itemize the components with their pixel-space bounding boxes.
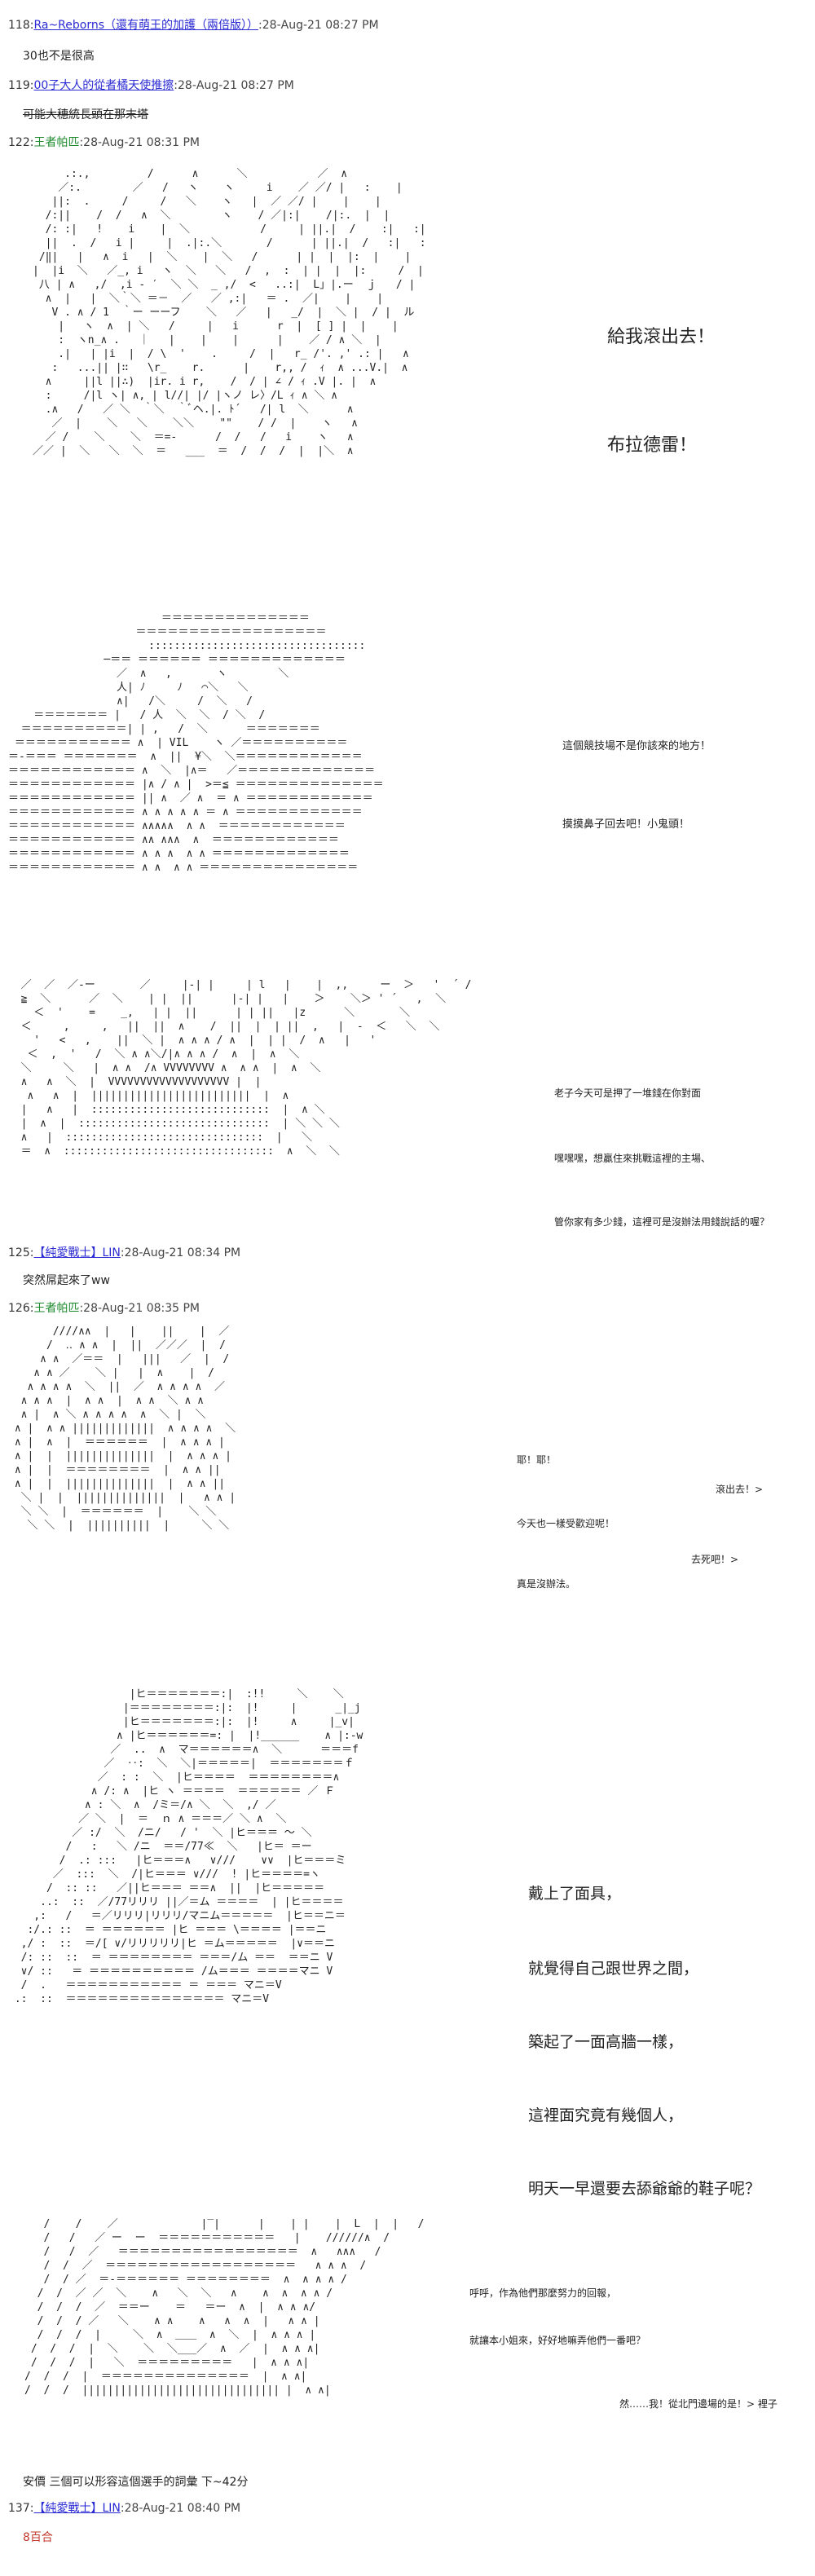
dialogue-line: 呼呼，作為他們那麼努力的回報， <box>469 2287 617 2299</box>
post-date: :28-Aug-21 08:34 PM <box>120 1246 241 1259</box>
poster-name: 王者帕匹 <box>33 136 80 149</box>
dialogue-line: 築起了一面高牆一樣， <box>528 2033 684 2051</box>
dialogue-line: 嘿嘿嘿，想贏住來挑戰這裡的主場、 <box>554 1153 711 1164</box>
post-date: :28-Aug-21 08:27 PM <box>174 79 294 92</box>
post-date: :28-Aug-21 08:40 PM <box>120 2502 241 2515</box>
dialogue-line: 老子今天可是押了一堆錢在你對面 <box>554 1087 702 1099</box>
post-body-118: 30也不是很高 <box>23 50 95 63</box>
ascii-art-panel-4: ////∧∧ | | || | ／ / ‥ ∧ ∧ | || ／／／ | / ∧… <box>14 1325 236 1532</box>
post-header-125: 125:【純愛戰士】LIN:28-Aug-21 08:34 PM <box>8 1244 240 1260</box>
post-number: 122: <box>8 136 34 149</box>
dialogue-line: 給我滾出去！ <box>607 327 716 347</box>
dialogue-line: 滾出去！> <box>716 1484 764 1495</box>
poster-name-link[interactable]: 【純愛戰士】LIN <box>33 2502 121 2515</box>
vote-caption: 安價 三個可以形容這個選手的詞彙 下~42分 <box>23 2476 249 2489</box>
dialogue-line: 摸摸鼻子回去吧！小鬼頭！ <box>562 818 690 831</box>
post-date: :28-Aug-21 08:35 PM <box>79 1302 200 1315</box>
poster-name: 王者帕匹 <box>33 1302 80 1315</box>
dialogue-line: 然……我！從北門邊場的是！> 裡子 <box>619 2398 778 2410</box>
ascii-art-panel-3: ／ ／ ／‐ー ／ |-| | | l | | ,, ー ＞ ' ´ / ≧ ＼… <box>20 979 472 1158</box>
dialogue-line: 就覺得自己跟世界之間， <box>528 1960 699 1978</box>
post-number: 119: <box>8 79 34 92</box>
post-header-126: 126:王者帕匹:28-Aug-21 08:35 PM <box>8 1299 200 1316</box>
dialogue-line: 真是沒辦法。 <box>517 1578 576 1590</box>
post-body-137: 8百合 <box>23 2531 53 2544</box>
dialogue-line: 去死吧！> <box>691 1554 739 1565</box>
post-number: 126: <box>8 1302 34 1315</box>
dialogue-line: 這裡面究竟有幾個人， <box>528 2106 684 2124</box>
ascii-art-panel-6: / / ／ |‾| | | | | L | | / / / ／ ー ー ＝＝＝＝… <box>24 2218 425 2397</box>
dialogue-line: 就讓本小姐來，好好地嘛弄他們一番吧？ <box>469 2335 646 2346</box>
dialogue-line: 明天一早還要去舔爺爺的鞋子呢？ <box>528 2180 761 2198</box>
post-date: :28-Aug-21 08:31 PM <box>79 136 200 149</box>
post-header-118: 118:Ra~Reborns（還有萌王的加護（兩倍版））:28-Aug-21 0… <box>8 16 379 33</box>
ascii-art-panel-1: .:., / ∧ ＼ ／ ∧ ／:. ／ / ヽ ヽ i ／ ／/ | : | … <box>33 168 426 457</box>
dialogue-line: 布拉德雷！ <box>607 435 698 456</box>
post-body-125: 突然屌起來了ww <box>23 1274 110 1287</box>
ascii-art-panel-5: |ヒ＝＝＝＝＝＝＝:| :!! ＼ ＼ |＝＝＝＝＝＝＝＝:|: |! | _|… <box>14 1688 363 2005</box>
post-number: 125: <box>8 1246 34 1259</box>
post-number: 118: <box>8 19 34 32</box>
dialogue-line: 今天也一樣受歡迎呢！ <box>517 1518 615 1529</box>
post-number: 137: <box>8 2502 34 2515</box>
post-header-137: 137:【純愛戰士】LIN:28-Aug-21 08:40 PM <box>8 2499 240 2516</box>
poster-name-link[interactable]: Ra~Reborns（還有萌王的加護（兩倍版）） <box>33 19 259 32</box>
dialogue-line: 耶！耶！ <box>517 1454 557 1466</box>
poster-name-link[interactable]: 【純愛戰士】LIN <box>33 1246 121 1259</box>
dialogue-line: 管你家有多少錢，這裡可是沒辦法用錢說話的喔？ <box>554 1216 770 1228</box>
dialogue-line: 這個競技場不是你該來的地方！ <box>562 740 711 752</box>
post-header-119: 119:00子大人的從者橘天使推擦:28-Aug-21 08:27 PM <box>8 77 294 93</box>
post-body-119: 可能大穗統長頭在那末塔 <box>23 108 148 121</box>
post-date: :28-Aug-21 08:27 PM <box>258 19 379 32</box>
dialogue-line: 戴上了面具， <box>528 1885 622 1903</box>
poster-name-link[interactable]: 00子大人的從者橘天使推擦 <box>33 79 174 92</box>
post-header-122: 122:王者帕匹:28-Aug-21 08:31 PM <box>8 134 200 150</box>
ascii-art-panel-2: ＝＝＝＝＝＝＝＝＝＝＝＝＝＝ ＝＝＝＝＝＝＝＝＝＝＝＝＝＝＝＝＝＝ ::::::… <box>8 612 384 874</box>
